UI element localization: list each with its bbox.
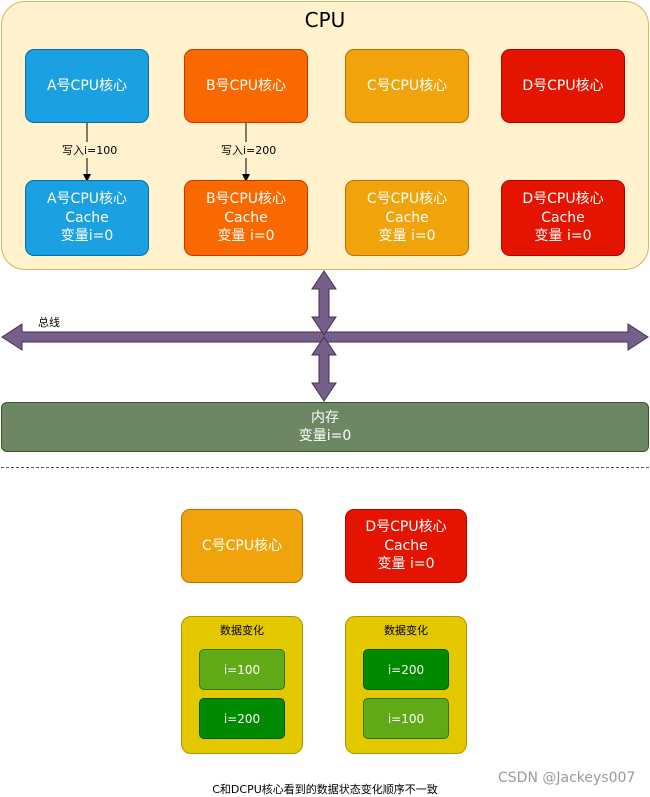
cache-a-cache: Cache: [65, 209, 109, 226]
core-c-label: C号CPU核心: [366, 77, 448, 94]
bus-cpu-link-arrow: [311, 270, 337, 336]
memory-value: 变量i=0: [298, 428, 352, 444]
cpu-title: CPU: [304, 8, 346, 32]
watermark: CSDN @Jackeys007: [498, 770, 636, 786]
lower-core-c-label: C号CPU核心: [201, 537, 283, 554]
bus-arrows: [1, 270, 649, 402]
write-arrows: [83, 123, 250, 182]
data-value-c-2: i=200: [199, 698, 285, 739]
write-label-b: 写入i=200: [219, 142, 279, 158]
cache-b: B号CPU核心 Cache 变量 i=0: [184, 180, 308, 256]
core-d-label: D号CPU核心: [522, 77, 604, 94]
cache-b-value: 变量 i=0: [217, 228, 275, 245]
cache-d-value: 变量 i=0: [534, 228, 592, 245]
write-label-a: 写入i=100: [60, 142, 120, 158]
lower-cache-d-name: D号CPU核心: [365, 518, 447, 535]
cache-c: C号CPU核心 Cache 变量 i=0: [345, 180, 469, 256]
lower-core-c: C号CPU核心: [181, 509, 303, 583]
core-a-label: A号CPU核心: [46, 77, 128, 94]
cache-c-name: C号CPU核心: [366, 190, 448, 207]
cache-b-cache: Cache: [224, 209, 268, 226]
core-b: B号CPU核心: [184, 49, 308, 123]
cache-a-name: A号CPU核心: [46, 190, 128, 207]
bus-memory-link-arrow: [311, 336, 337, 402]
cache-d: D号CPU核心 Cache 变量 i=0: [501, 180, 625, 256]
data-change-title-c: 数据变化: [220, 624, 264, 637]
bus-label: 总线: [38, 316, 60, 329]
cache-c-cache: Cache: [385, 209, 429, 226]
lower-cache-d-cache: Cache: [384, 537, 428, 554]
core-b-label: B号CPU核心: [205, 77, 287, 94]
lower-cache-d: D号CPU核心 Cache 变量 i=0: [345, 509, 467, 583]
core-d: D号CPU核心: [501, 49, 625, 123]
cache-b-name: B号CPU核心: [205, 190, 287, 207]
data-value-c-1: i=100: [199, 649, 285, 690]
cache-c-value: 变量 i=0: [378, 228, 436, 245]
lower-cache-d-value: 变量 i=0: [377, 556, 435, 573]
data-change-title-d: 数据变化: [384, 624, 428, 637]
memory-title: 内存: [311, 409, 339, 426]
core-c: C号CPU核心: [345, 49, 469, 123]
cache-a-value: 变量i=0: [60, 228, 114, 245]
memory-block: 内存 变量i=0: [1, 402, 649, 452]
cache-d-name: D号CPU核心: [522, 190, 604, 207]
section-divider: [1, 467, 649, 468]
cache-d-cache: Cache: [541, 209, 585, 226]
core-a: A号CPU核心: [25, 49, 149, 123]
bus-horizontal-arrow: [1, 323, 649, 351]
data-value-d-1: i=200: [363, 649, 449, 690]
diagram-caption: C和DCPU核心看到的数据状态变化顺序不一致: [212, 783, 438, 796]
cache-a: A号CPU核心 Cache 变量i=0: [25, 180, 149, 256]
data-value-d-2: i=100: [363, 698, 449, 739]
